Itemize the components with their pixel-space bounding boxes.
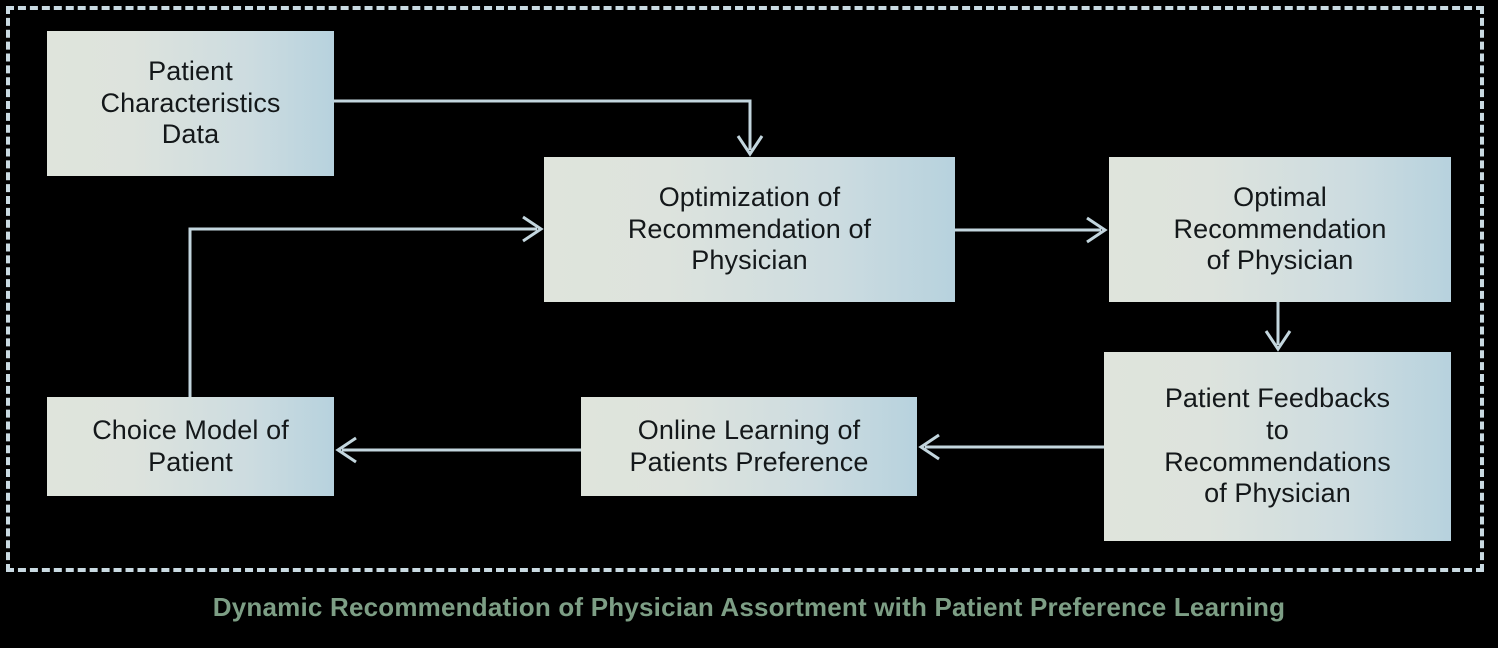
edge-optimal-to-feedbacks bbox=[1264, 302, 1292, 352]
node-patient-characteristics-data[interactable]: Patient Characteristics Data bbox=[47, 31, 334, 176]
edge-optimization-to-optimal bbox=[955, 216, 1108, 244]
edge-characteristics-to-optimization bbox=[334, 99, 764, 157]
node-label: Optimal Recommendation of Physician bbox=[1173, 181, 1387, 276]
diagram-caption: Dynamic Recommendation of Physician Asso… bbox=[212, 592, 1286, 622]
node-optimization-of-recommendation-of-physician[interactable]: Optimization of Recommendation of Physic… bbox=[544, 157, 955, 302]
node-label: Optimization of Recommendation of Physic… bbox=[627, 181, 872, 276]
node-label: Choice Model of Patient bbox=[92, 414, 289, 477]
edge-choice-model-to-optimization bbox=[188, 215, 544, 397]
node-online-learning-of-patients-preference[interactable]: Online Learning of Patients Preference bbox=[581, 397, 917, 496]
node-choice-model-of-patient[interactable]: Choice Model of Patient bbox=[47, 397, 334, 496]
node-label: Patient Feedbacks to Recommendations of … bbox=[1164, 382, 1391, 509]
node-optimal-recommendation-of-physician[interactable]: Optimal Recommendation of Physician bbox=[1109, 157, 1451, 302]
edge-feedbacks-to-online-learning bbox=[918, 433, 1104, 461]
node-patient-feedbacks-to-recommendations-of-physician[interactable]: Patient Feedbacks to Recommendations of … bbox=[1104, 352, 1451, 541]
node-label: Online Learning of Patients Preference bbox=[629, 414, 869, 477]
node-label: Patient Characteristics Data bbox=[100, 55, 281, 150]
edge-online-learning-to-choice-model bbox=[335, 436, 581, 464]
